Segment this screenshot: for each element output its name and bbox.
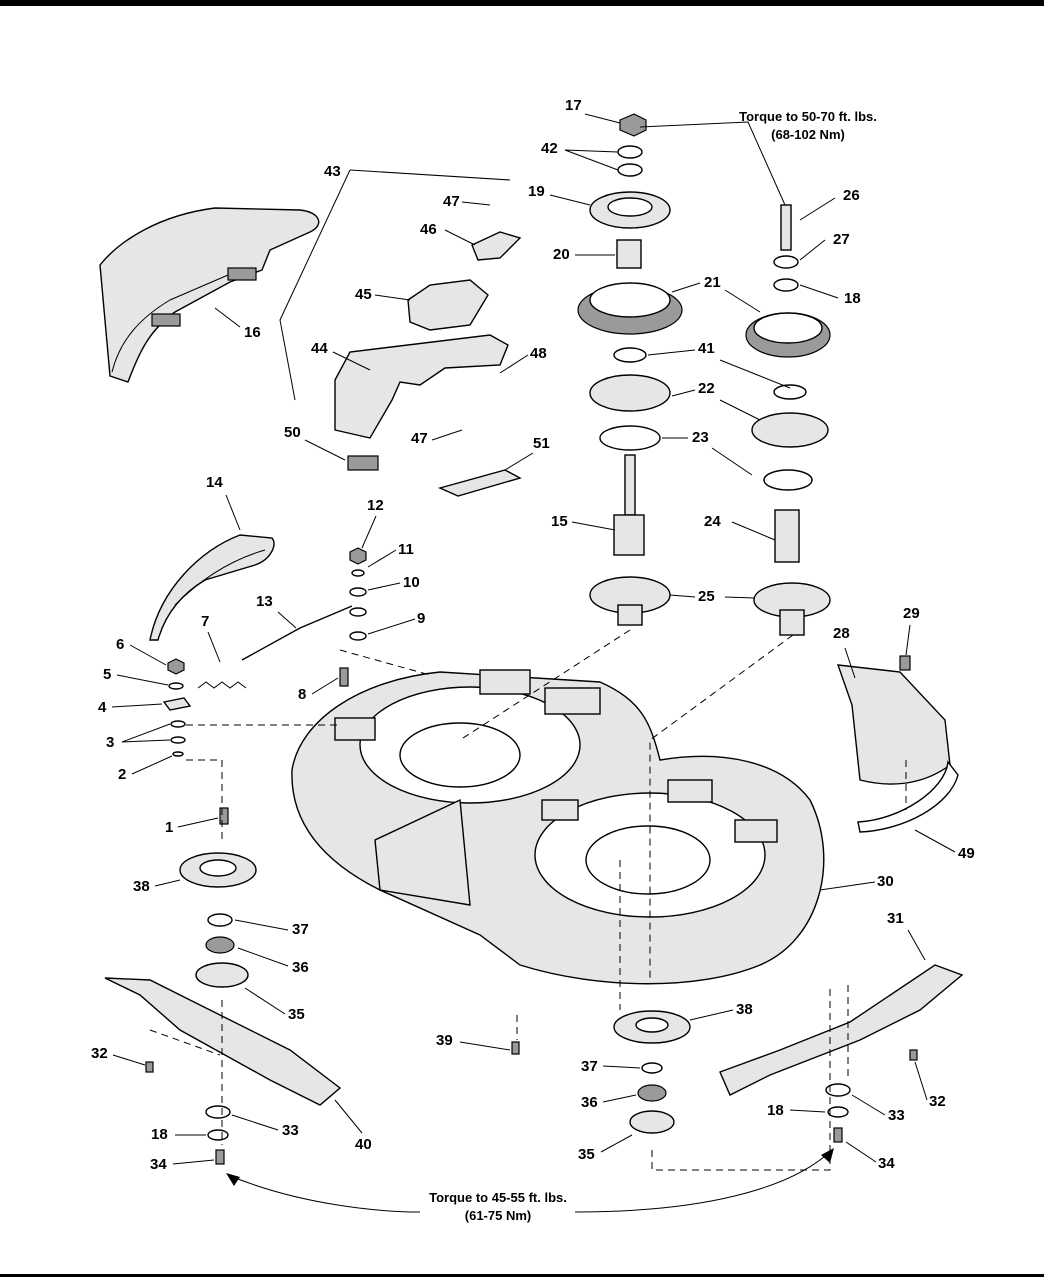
callout: 35 [578, 1146, 595, 1163]
callout: 36 [581, 1094, 598, 1111]
callout: 24 [704, 513, 721, 530]
callout: 18 [767, 1102, 784, 1119]
callout: 36 [292, 959, 309, 976]
callout: 37 [292, 921, 309, 938]
callout: 32 [91, 1045, 108, 1062]
callout: 32 [929, 1093, 946, 1110]
callout: 20 [553, 246, 570, 263]
callout: 4 [98, 699, 107, 716]
blade-torque-note-line1: Torque to 45-55 ft. lbs. [429, 1190, 567, 1205]
callout: 13 [256, 593, 273, 610]
callout: 17 [565, 97, 582, 114]
spindle-torque-note-line2: (68-102 Nm) [771, 127, 845, 142]
callout-leaders [111, 113, 956, 1165]
callout: 26 [843, 187, 860, 204]
callout: 48 [530, 345, 547, 362]
callout: 22 [698, 380, 715, 397]
part-callouts: 17 42 43 19 47 46 20 26 27 21 45 18 16 4… [91, 97, 975, 1173]
right-blade-assembly [511, 964, 964, 1143]
callout: 8 [298, 686, 306, 703]
callout: 19 [528, 183, 545, 200]
callout: 2 [118, 766, 126, 783]
callout: 40 [355, 1136, 372, 1153]
bottom-rule [0, 1274, 1044, 1277]
callout: 44 [311, 340, 328, 357]
callout: 15 [551, 513, 568, 530]
top-rule [0, 0, 1044, 6]
callout: 23 [692, 429, 709, 446]
alignment-lines [149, 629, 907, 1171]
left-spindle-assembly [577, 113, 683, 626]
callout: 10 [403, 574, 420, 591]
callout: 34 [150, 1156, 167, 1173]
callout: 21 [704, 274, 721, 291]
belt-guard-part [334, 231, 522, 497]
torque-arrow-lines [226, 121, 834, 1213]
discharge-deflector-part [149, 534, 275, 641]
callout: 47 [411, 430, 428, 447]
callout: 51 [533, 435, 550, 452]
callout: 1 [165, 819, 173, 836]
baffle-part [836, 664, 959, 833]
callout: 14 [206, 474, 223, 491]
callout: 49 [958, 845, 975, 862]
idler-arm-part [162, 547, 911, 825]
callout: 27 [833, 231, 850, 248]
callout: 47 [443, 193, 460, 210]
callout: 50 [284, 424, 301, 441]
callout: 33 [282, 1122, 299, 1139]
callout: 9 [417, 610, 425, 627]
callout: 29 [903, 605, 920, 622]
callout: 46 [420, 221, 437, 238]
callout: 5 [103, 666, 111, 683]
left-blade-assembly [104, 852, 342, 1165]
callout: 34 [878, 1155, 895, 1172]
callout: 39 [436, 1032, 453, 1049]
spindle-torque-note-line1: Torque to 50-70 ft. lbs. [739, 109, 877, 124]
right-spindle-assembly [745, 204, 831, 636]
callout: 38 [736, 1001, 753, 1018]
callout: 28 [833, 625, 850, 642]
callout: 35 [288, 1006, 305, 1023]
callout: 18 [844, 290, 861, 307]
callout: 18 [151, 1126, 168, 1143]
callout: 33 [888, 1107, 905, 1124]
mower-deck-housing [291, 669, 825, 985]
callout: 43 [324, 163, 341, 180]
belt-cover-part [99, 207, 320, 383]
callout: 6 [116, 636, 124, 653]
callout: 30 [877, 873, 894, 890]
callout: 37 [581, 1058, 598, 1075]
callout: 41 [698, 340, 715, 357]
callout: 12 [367, 497, 384, 514]
callout: 7 [201, 613, 209, 630]
callout: 3 [106, 734, 114, 751]
callout: 11 [398, 541, 414, 558]
callout: 31 [887, 910, 904, 927]
callout: 38 [133, 878, 150, 895]
callout: 16 [244, 324, 261, 341]
callout: 25 [698, 588, 715, 605]
callout: 45 [355, 286, 372, 303]
blade-torque-note-line2: (61-75 Nm) [465, 1208, 531, 1223]
callout: 42 [541, 140, 558, 157]
